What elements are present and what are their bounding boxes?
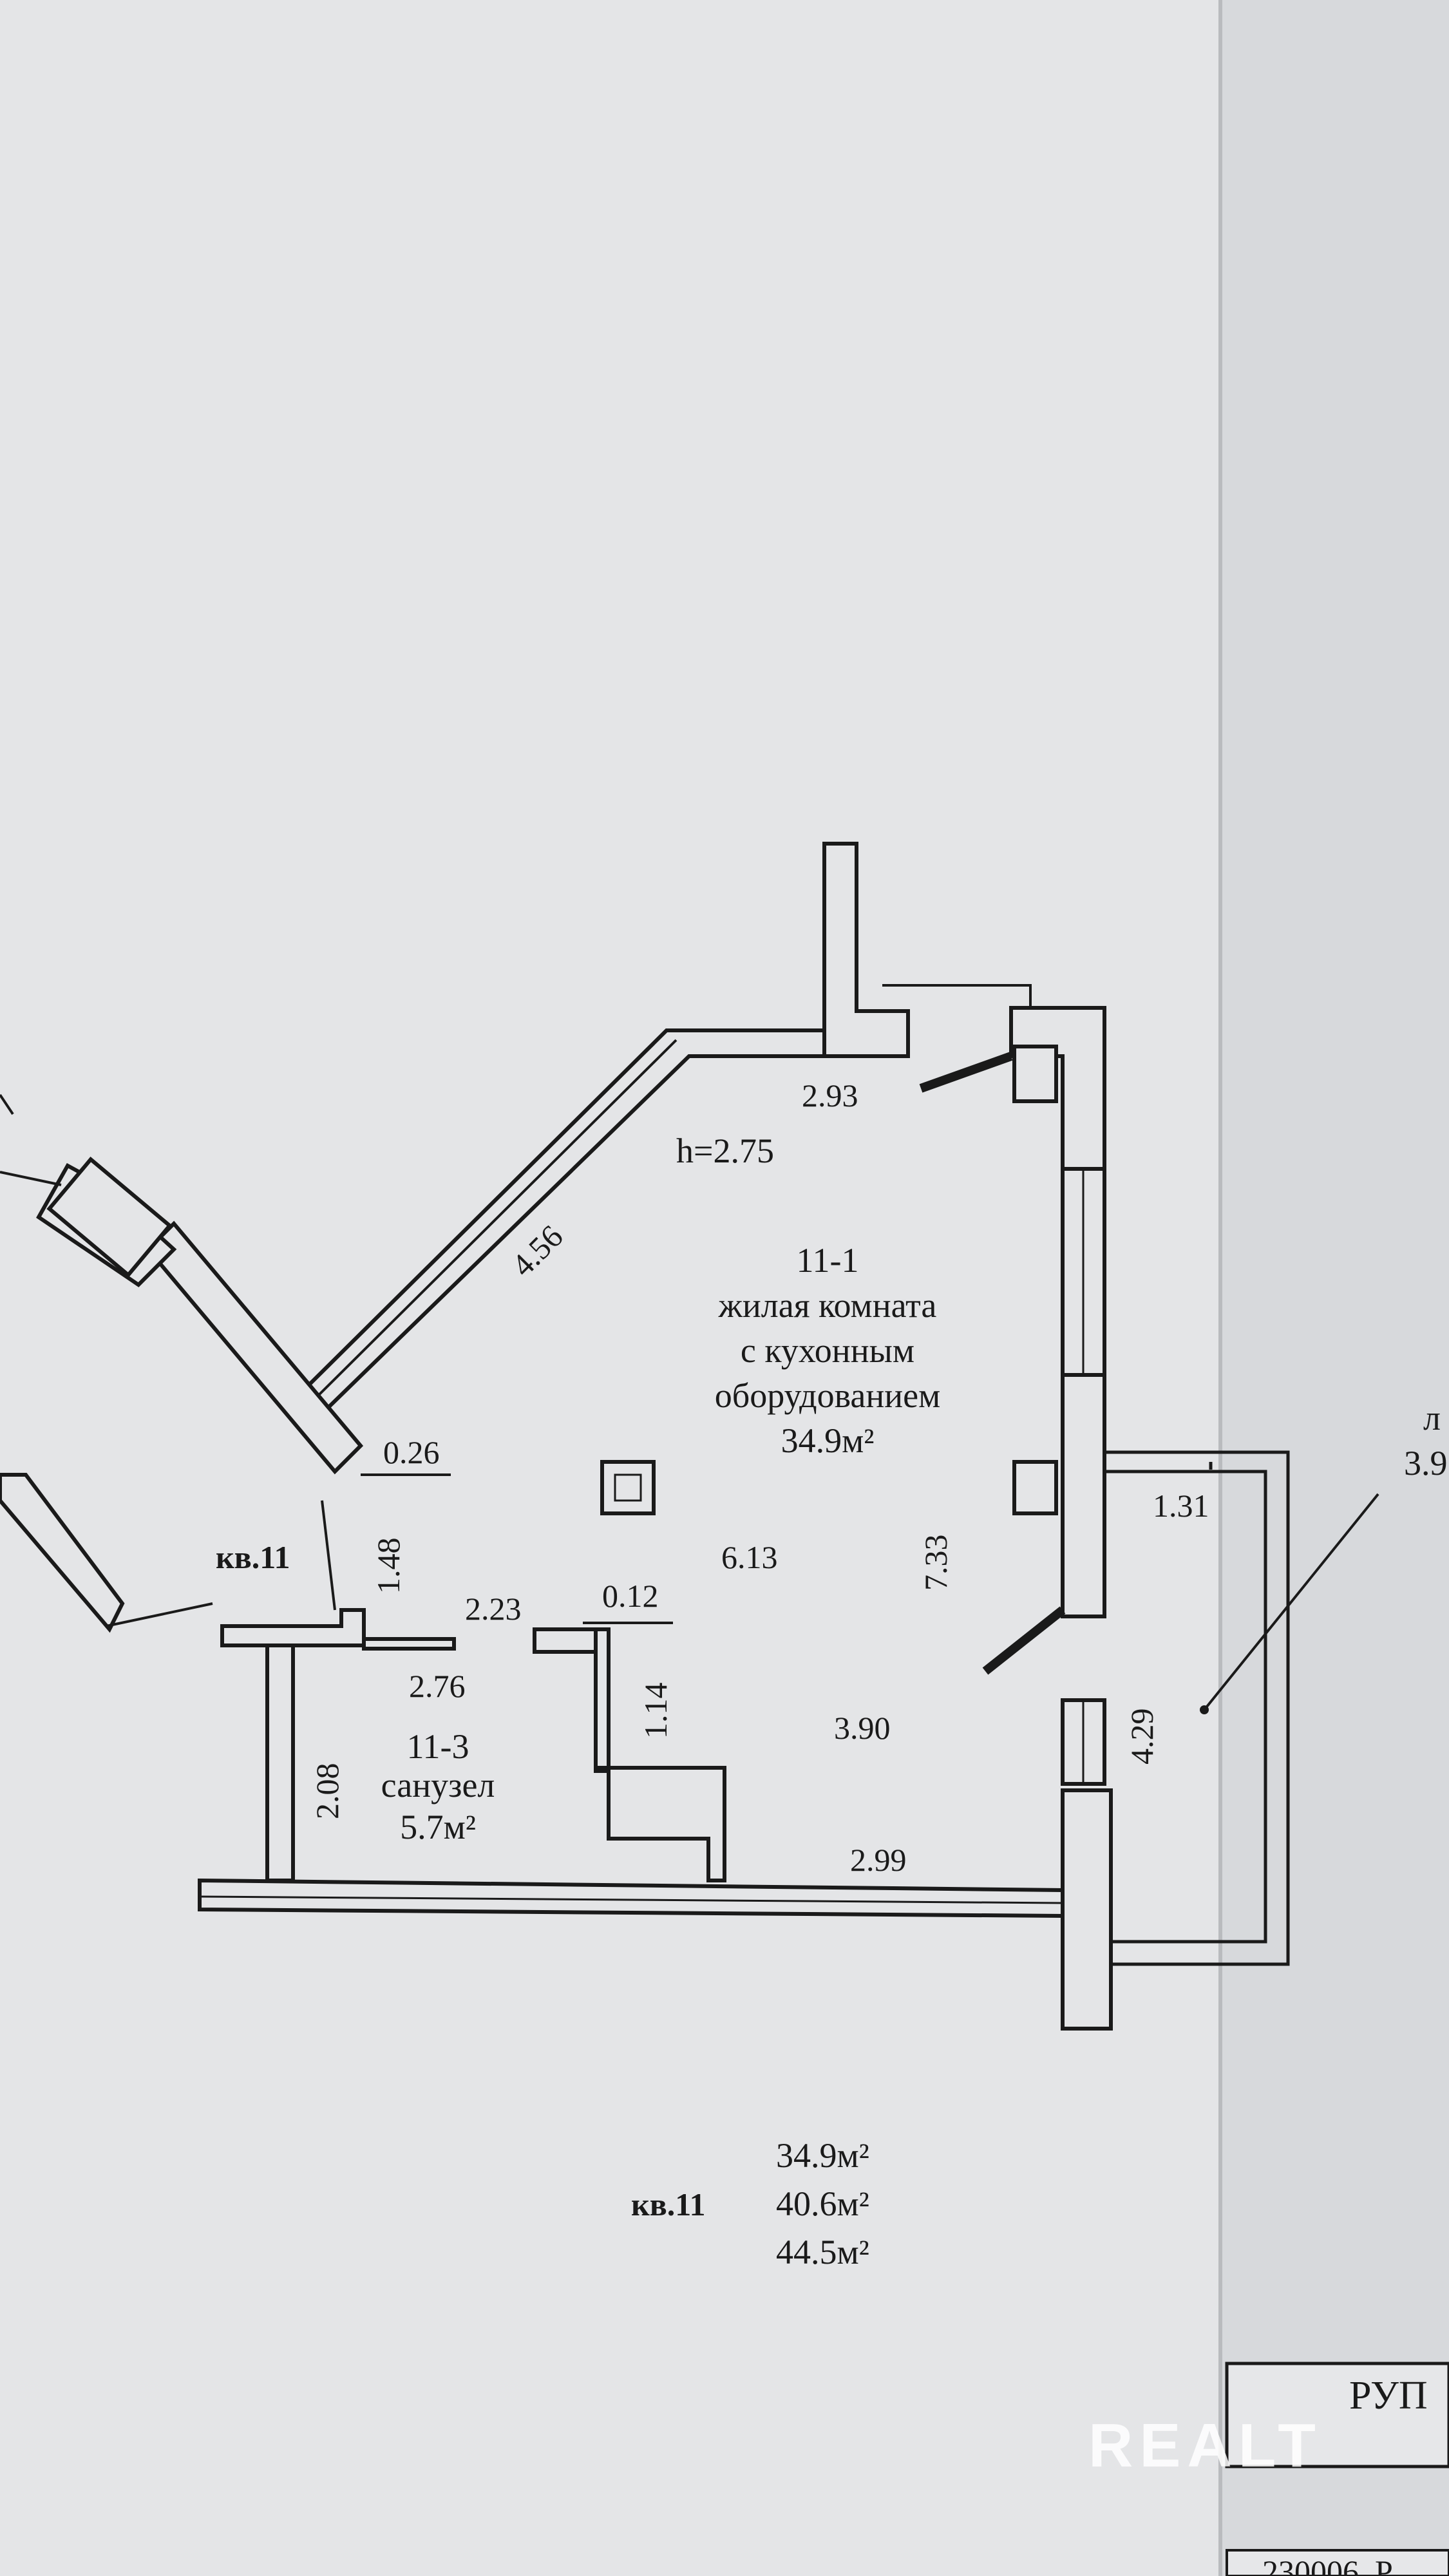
wall-lower-left: [0, 1473, 125, 1633]
dim-room-depth: 7.33: [918, 1535, 954, 1591]
dim-room-width-low: 3.90: [834, 1710, 891, 1746]
living-room-area: 34.9м²: [781, 1421, 875, 1460]
dim-top-wall: 2.93: [802, 1077, 858, 1113]
balcony-callout-label: л: [1423, 1399, 1441, 1437]
stamp-title: РУП: [1349, 2374, 1428, 2418]
wall-bottom: [198, 1878, 1065, 1918]
ceiling-height: h=2.75: [676, 1132, 774, 1170]
niche: [596, 1766, 726, 1882]
area-total-1: 34.9м²: [776, 2136, 869, 2175]
area-total-2: 40.6м²: [776, 2184, 869, 2223]
dim-bottom-segment: 2.99: [850, 1842, 907, 1878]
second-sheet: [1220, 0, 1449, 2576]
living-room-number: 11-1: [797, 1241, 859, 1280]
living-room-name-2: с кухонным: [741, 1331, 914, 1370]
walls: [0, 842, 1113, 2031]
window-pier-mid: [1012, 1460, 1058, 1515]
bathroom-number: 11-3: [407, 1727, 469, 1766]
apartment-label-left: кв.11: [216, 1539, 290, 1575]
dim-bath-height: 2.08: [309, 1763, 345, 1820]
living-room-name-3: оборудованием: [715, 1376, 941, 1415]
balcony: [1104, 1450, 1290, 1966]
stamp-address: 230006, Р: [1262, 2553, 1393, 2576]
balcony-callout-value: 3.9: [1404, 1444, 1448, 1482]
callout-dot: [1200, 1705, 1209, 1714]
dim-entry-height: 1.48: [370, 1538, 406, 1595]
living-room-name-1: жилая комната: [718, 1286, 937, 1325]
title-stamp: РУП 230006, Р: [1225, 2362, 1449, 2576]
area-total-3: 44.5м²: [776, 2233, 869, 2271]
living-room-label: 11-1 жилая комната с кухонным оборудован…: [715, 1241, 941, 1460]
dim-bath-width: 2.76: [409, 1668, 466, 1704]
wall-partition-top: [533, 1627, 601, 1654]
wall-right-bottom: [1061, 1788, 1113, 2031]
bathroom-name: санузел: [381, 1766, 495, 1804]
wall-right-middle: [1061, 1373, 1106, 1618]
dim-entry-width: 2.23: [465, 1591, 522, 1627]
dim-room-width-mid: 6.13: [721, 1539, 778, 1575]
bathroom-area: 5.7м²: [400, 1808, 476, 1846]
dim-balcony-width: 1.31: [1153, 1488, 1209, 1524]
dim-nib: 0.26: [383, 1434, 440, 1470]
window-pier-top: [1012, 1045, 1058, 1103]
apartment-label-bottom: кв.11: [631, 2186, 706, 2222]
wall-bath-top: [220, 1608, 366, 1647]
realt-watermark: REALT: [1088, 2411, 1322, 2480]
dim-partition-offset: 0.12: [602, 1578, 659, 1614]
wall-bath-left: [265, 1643, 295, 1882]
dim-niche-height: 1.14: [638, 1683, 674, 1739]
dim-balcony-length: 4.29: [1124, 1709, 1160, 1765]
leader-lines: [0, 984, 1379, 1711]
bathroom-label: 11-3 санузел 5.7м²: [381, 1727, 495, 1846]
